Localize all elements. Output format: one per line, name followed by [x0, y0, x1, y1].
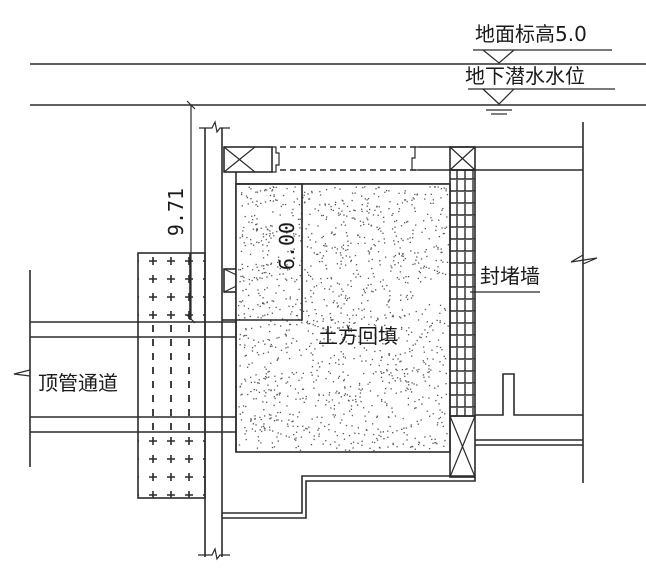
- top-beam: [223, 146, 450, 185]
- inner-lining-wall: [222, 172, 237, 321]
- groundwater-label: 地下潜水水位: [465, 64, 585, 88]
- grouting-block: [137, 252, 206, 499]
- sealing-wall: [449, 146, 476, 478]
- pipe-jacking-label: 顶管通道: [38, 371, 118, 395]
- right-bottom-structure: [475, 373, 583, 446]
- earth-backfill-label: 土方回填: [318, 324, 398, 348]
- groundwater-marker: [468, 88, 615, 115]
- dimension-backfill-height-label: 6.00: [275, 222, 299, 270]
- ground-elevation-label: 地面标高5.0: [475, 22, 587, 46]
- sealing-wall-label: 封堵墙: [480, 264, 540, 288]
- dimension-total-depth-label: 9.71: [164, 188, 188, 236]
- ground-elevation-marker: [473, 49, 612, 64]
- right-top-slab: [418, 122, 598, 483]
- bottom-slab: [222, 320, 476, 519]
- earth-backfill-area: [235, 183, 451, 453]
